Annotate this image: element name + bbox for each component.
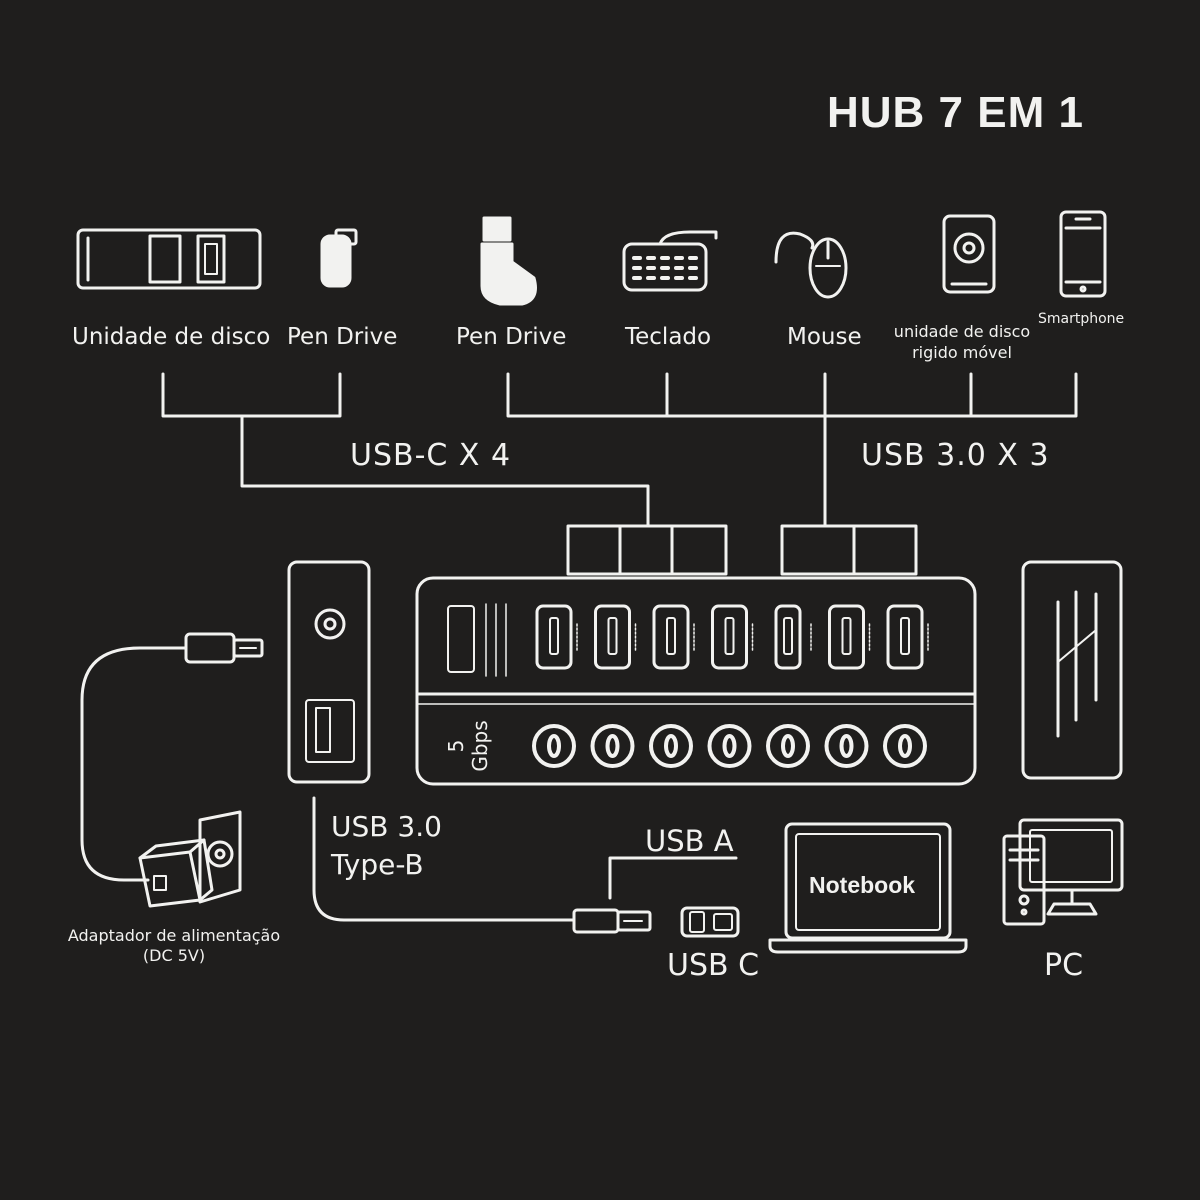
hub-body [415,576,977,786]
label-usb-c-group: USB-C X 4 [350,438,512,473]
hub-switch-2-center [605,734,620,758]
hub-speed-value: 5 [444,739,468,753]
connector-lines [161,372,1078,576]
label-keyboard: Teclado [625,324,712,350]
label-usb-a: USB A [645,824,734,858]
hub-port-7 [886,604,924,670]
usb-cable [312,796,738,934]
hub-port-6 [828,604,865,670]
power-unit [287,560,371,784]
label-adapter-line1: Adaptador de alimentação [67,926,281,945]
keyboard-icon [622,230,718,292]
hub-port-5-slot [783,617,793,655]
hub-port-3-slot [666,617,676,655]
pen-drive-icon [320,228,358,288]
label-pen-drive: Pen Drive [287,324,398,350]
label-usb30-line1: USB 3.0 [331,810,442,843]
hard-drive-icon [76,228,262,290]
hub-port-3 [652,604,690,670]
power-adapter-icon [138,810,242,908]
hub-switch-4-center [722,734,737,758]
label-notebook: Notebook [809,872,916,898]
notebook-icon [768,822,968,954]
hub-switch-4 [707,724,752,768]
hub-switch-1-center [547,734,561,758]
label-usb-c: USB C [667,948,760,983]
label-mouse: Mouse [787,324,862,350]
hub-switch-1 [532,724,576,768]
page-title: HUB 7 EM 1 [827,88,1084,137]
hub-port-7-slot [900,617,910,655]
label-usb30-type-b: USB 3.0 Type-B [331,808,442,884]
usb-c-plug-icon [680,906,740,938]
label-portable-hdd-line2: rigido móvel [912,343,1012,362]
hub-port-6-slot [841,617,852,655]
hub-port-1-slot [549,617,559,655]
hub-speed-label: 5 Gbps [444,706,492,786]
hub-switch-5-center [781,734,795,758]
side-panel [1021,560,1123,780]
mouse-icon [774,231,848,299]
hub-port-5 [774,604,802,670]
label-pen-drive-2: Pen Drive [456,324,567,350]
hub-switch-3 [649,724,693,768]
label-usb30-line2: Type-B [331,848,424,881]
power-cable [80,632,264,882]
smartphone-icon [1059,210,1107,298]
hub-switch-6-center [839,734,854,758]
hub-switch-6 [824,724,869,768]
hub-port-4-slot [724,617,735,655]
label-smartphone: Smartphone [1038,311,1125,327]
pc-icon [1002,818,1124,926]
hub-top-ports [535,604,929,670]
hub-port-2-slot [607,617,618,655]
label-pc: PC [1044,948,1084,983]
label-portable-hdd: unidade de disco rigido móvel [890,321,1034,363]
portable-hdd-icon [942,214,996,294]
label-portable-hdd-line1: unidade de disco [893,322,1031,341]
hub-switch-2 [590,724,635,768]
hub-switch-7 [883,724,927,768]
hub-port-2 [594,604,631,670]
label-power-adapter: Adaptador de alimentação (DC 5V) [54,926,294,966]
label-adapter-line2: (DC 5V) [142,946,206,965]
hub-speed-unit: Gbps [468,720,492,772]
hub-port-4 [711,604,748,670]
label-usb3-group: USB 3.0 X 3 [861,438,1050,473]
label-hard-drive: Unidade de disco [72,324,271,350]
hub-switch-5 [766,724,810,768]
hub-switch-7-center [898,734,912,758]
pen-drive-2-icon [480,216,537,306]
hub-switch-3-center [664,734,678,758]
hub-port-1 [535,604,573,670]
hub-switches [532,724,927,768]
